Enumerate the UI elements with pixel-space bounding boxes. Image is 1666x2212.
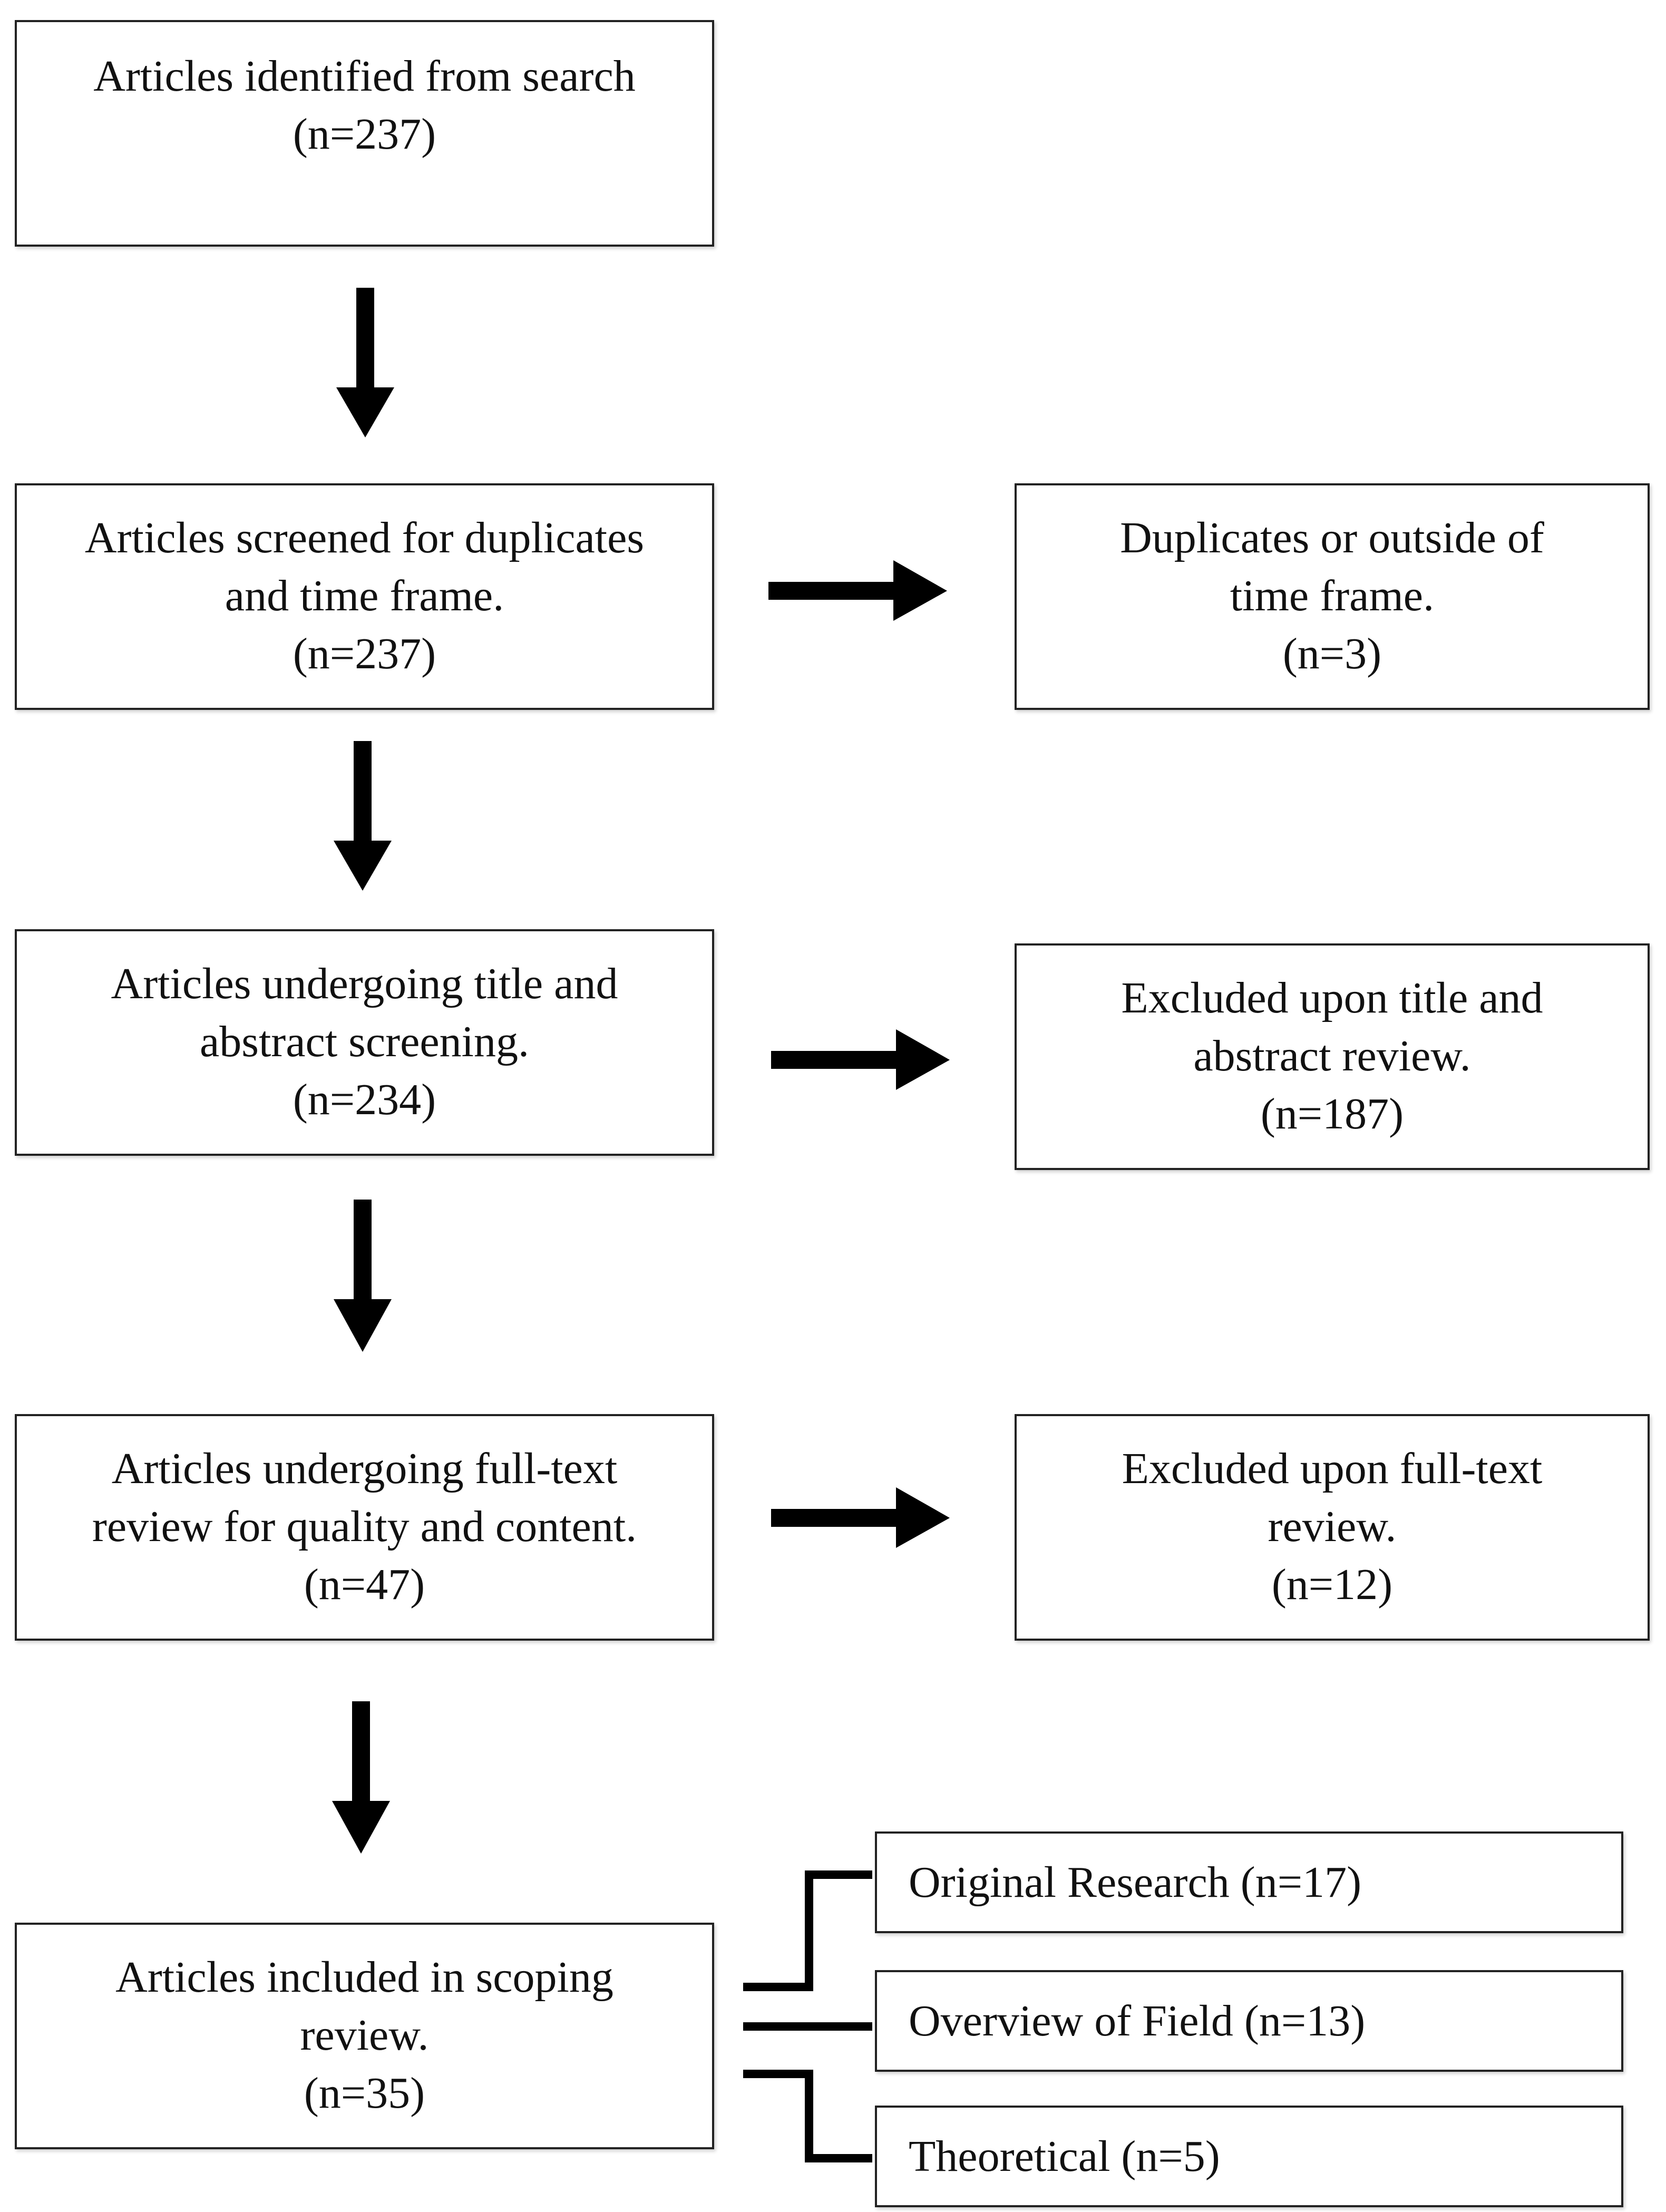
identified-line-1: Articles identified from search: [93, 52, 636, 101]
arrow-down-4: [332, 1701, 390, 1854]
title-abstract-line-2: abstract screening.: [199, 1017, 530, 1066]
arrow-right-3: [771, 1487, 950, 1548]
title-abstract-line-1: Articles undergoing title and: [111, 959, 618, 1008]
identified-line-2: (n=237): [293, 110, 436, 159]
full-text-line-1: Articles undergoing full-text: [111, 1444, 618, 1493]
arrow-down-2: [334, 741, 392, 891]
duplicates-line-2: time frame.: [1230, 571, 1435, 620]
duplicates-box: Duplicates or outside of time frame. (n=…: [1015, 483, 1650, 710]
excluded-full-box: Excluded upon full-text review. (n=12): [1015, 1414, 1650, 1641]
excluded-title-line-3: (n=187): [1260, 1089, 1404, 1138]
theoretical-box: Theoretical (n=5): [875, 2106, 1623, 2207]
theoretical-label: Theoretical (n=5): [909, 2131, 1220, 2181]
identified-box: Articles identified from search (n=237): [15, 20, 714, 247]
title-abstract-line-3: (n=234): [293, 1075, 436, 1124]
overview-field-label: Overview of Field (n=13): [909, 1996, 1366, 2045]
duplicates-line-3: (n=3): [1282, 629, 1382, 678]
screened-box: Articles screened for duplicates and tim…: [15, 483, 714, 710]
full-text-box: Articles undergoing full-text review for…: [15, 1414, 714, 1641]
full-text-line-3: (n=47): [304, 1560, 425, 1609]
original-research-box: Original Research (n=17): [875, 1831, 1623, 1933]
overview-field-box: Overview of Field (n=13): [875, 1970, 1623, 2072]
arrow-down-1: [336, 288, 394, 437]
duplicates-line-1: Duplicates or outside of: [1120, 513, 1544, 562]
original-research-label: Original Research (n=17): [909, 1857, 1362, 1907]
excluded-title-box: Excluded upon title and abstract review.…: [1015, 943, 1650, 1170]
included-line-3: (n=35): [304, 2069, 425, 2118]
screened-line-1: Articles screened for duplicates: [84, 513, 645, 562]
included-line-1: Articles included in scoping: [115, 1953, 613, 2002]
arrow-right-1: [768, 560, 947, 621]
arrow-down-3: [334, 1200, 392, 1352]
included-box: Articles included in scoping review. (n=…: [15, 1923, 714, 2149]
excluded-full-line-1: Excluded upon full-text: [1122, 1444, 1543, 1493]
excluded-title-line-2: abstract review.: [1193, 1031, 1471, 1080]
arrow-right-2: [771, 1029, 950, 1090]
excluded-full-line-3: (n=12): [1271, 1560, 1393, 1609]
excluded-title-line-1: Excluded upon title and: [1121, 973, 1543, 1022]
excluded-full-line-2: review.: [1268, 1502, 1397, 1551]
screened-line-3: (n=237): [293, 629, 436, 678]
included-line-2: review.: [300, 2011, 429, 2060]
full-text-line-2: review for quality and content.: [92, 1502, 637, 1551]
title-abstract-box: Articles undergoing title and abstract s…: [15, 929, 714, 1156]
screened-line-2: and time frame.: [225, 571, 504, 620]
category-bracket: [743, 1870, 872, 2162]
